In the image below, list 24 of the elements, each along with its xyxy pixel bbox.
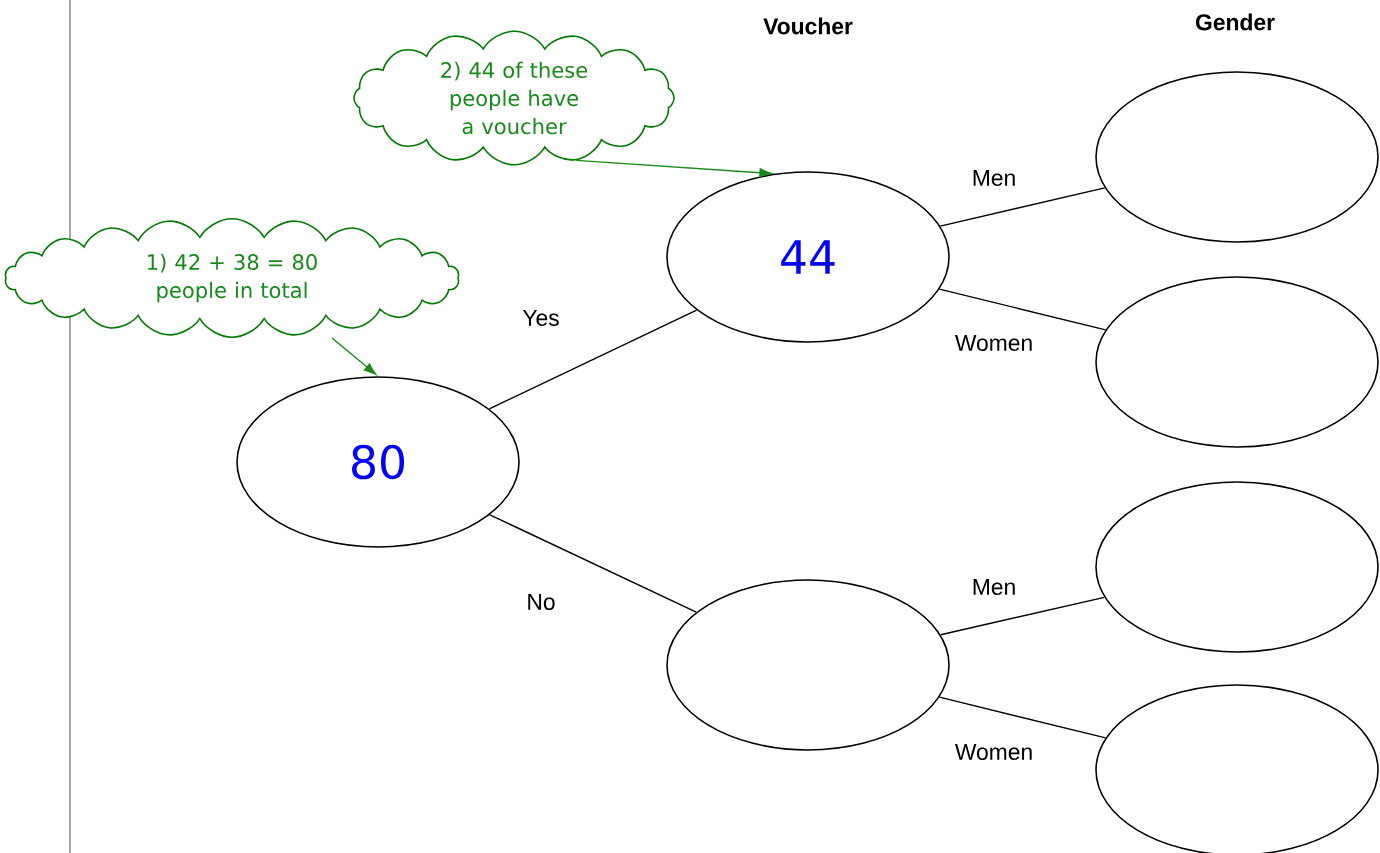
number-oval: 80 (236, 376, 520, 548)
cloud-callout: 1) 42 + 38 = 80 people in total (4, 218, 460, 338)
leader-arrow (331, 337, 377, 375)
edge-label: Yes (520, 308, 562, 328)
cloud-callout: 2) 44 of these people have a voucher (353, 30, 675, 166)
edge-label: No (524, 592, 558, 612)
oval (1095, 71, 1379, 243)
oval (1095, 481, 1379, 653)
branch-line (938, 696, 1107, 739)
number-oval: 44 (666, 171, 950, 343)
oval (666, 579, 950, 751)
oval (1095, 276, 1379, 448)
branch-line (939, 187, 1106, 227)
edge-label: Women (953, 333, 1035, 353)
edge-label: Men (970, 168, 1018, 188)
branch-line (488, 309, 698, 410)
branch-line (489, 514, 697, 613)
edge-label: Women (953, 742, 1035, 762)
edge-label: Men (970, 577, 1018, 597)
branch-line (938, 288, 1107, 331)
column-heading: Voucher (763, 17, 853, 35)
column-heading: Gender (1195, 13, 1275, 31)
branch-line (939, 596, 1106, 636)
leader-arrow (575, 159, 772, 178)
